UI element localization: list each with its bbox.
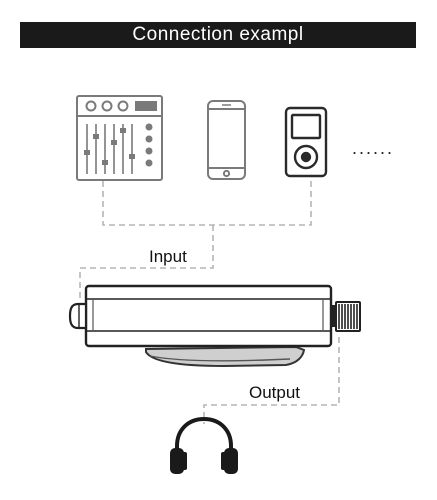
- output-label: Output: [249, 383, 301, 402]
- usb-dac-amplifier: [68, 284, 361, 368]
- headphones-icon: [170, 416, 238, 474]
- more-devices-ellipsis: ......: [352, 138, 395, 158]
- audio-mixer-icon: [76, 95, 163, 181]
- music-player-icon: [284, 106, 328, 178]
- input-connection-lines: [79, 181, 312, 302]
- input-label: Input: [149, 247, 187, 266]
- diagram-title: Connection exampl: [20, 22, 416, 48]
- smartphone-icon: [207, 100, 246, 180]
- output-connection-lines: [203, 337, 340, 424]
